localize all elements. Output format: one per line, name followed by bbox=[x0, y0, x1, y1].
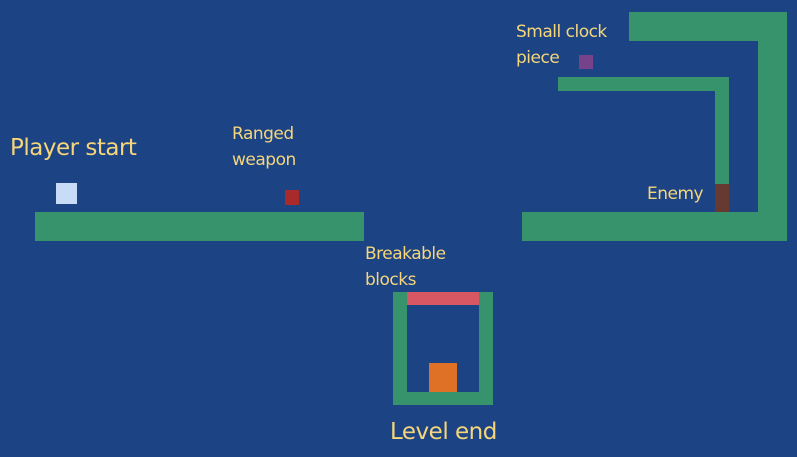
label-small-clock-piece: Small clock piece bbox=[516, 22, 607, 68]
pit-right-wall bbox=[479, 292, 493, 405]
pit-floor bbox=[393, 392, 493, 405]
outer-top-ledge bbox=[629, 12, 787, 41]
player bbox=[56, 183, 77, 204]
level-end bbox=[429, 363, 457, 392]
small-clock-piece bbox=[579, 55, 593, 69]
right-platform bbox=[522, 212, 787, 241]
inner-top-ledge bbox=[558, 77, 729, 91]
left-platform bbox=[35, 212, 364, 241]
label-level-end: Level end bbox=[390, 419, 497, 445]
ranged-weapon bbox=[285, 190, 299, 205]
breakable-blocks bbox=[407, 292, 479, 305]
label-ranged-weapon: Ranged weapon bbox=[232, 124, 296, 170]
label-breakable-blocks: Breakable blocks bbox=[365, 244, 446, 290]
enemy bbox=[715, 184, 729, 212]
pit-left-wall bbox=[393, 292, 407, 405]
label-enemy: Enemy bbox=[647, 184, 704, 204]
label-player-start: Player start bbox=[10, 135, 137, 161]
inner-wall bbox=[715, 77, 729, 184]
outer-right-wall bbox=[758, 12, 787, 241]
